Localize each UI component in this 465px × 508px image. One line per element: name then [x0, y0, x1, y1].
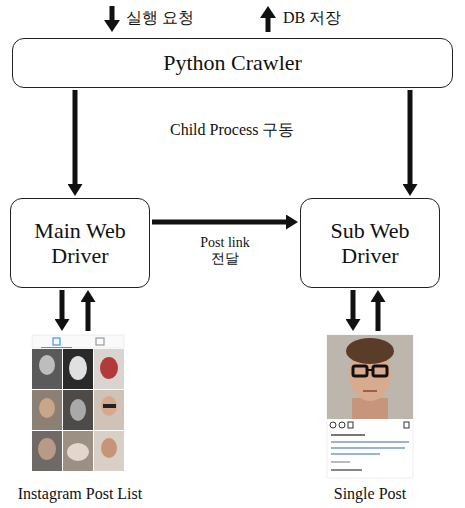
- node-text: Instagram Post List: [18, 485, 142, 503]
- instagram-grid-picture: [32, 335, 124, 471]
- arrow-connector: [73, 90, 78, 184]
- post-frame: [327, 335, 413, 478]
- photo-detail: [101, 438, 117, 458]
- glasses-lens: [353, 366, 367, 376]
- comment-icon: [339, 422, 345, 428]
- arrow-shaft: [110, 6, 115, 21]
- save-arrow: [260, 6, 276, 32]
- glasses-lens: [373, 366, 387, 376]
- process-box: Main Web Driver: [10, 198, 150, 288]
- node-text: Main Web Driver: [19, 218, 141, 269]
- save-icon: [404, 422, 409, 428]
- photo-tile: [94, 390, 124, 430]
- photo-detail: [100, 357, 118, 379]
- text-line: [331, 447, 405, 449]
- single-post-picture: [327, 335, 413, 478]
- process-box: Sub Web Driver: [300, 198, 440, 288]
- photo-detail: [38, 438, 56, 460]
- top-bar: [32, 335, 124, 348]
- grid-icon: [53, 338, 60, 345]
- text-line: [331, 461, 350, 463]
- photo-background: [327, 335, 413, 419]
- photo-tile: [32, 349, 62, 389]
- request-arrow: [104, 6, 120, 32]
- photo-detail: [70, 399, 86, 421]
- process-box: Python Crawler: [12, 38, 453, 88]
- image-panel: Single Post: [300, 333, 440, 505]
- text-line: [331, 434, 365, 436]
- photo-tile: [94, 349, 124, 389]
- photo-detail: [101, 396, 117, 416]
- annotation-label: 실행 요청: [126, 9, 194, 27]
- share-icon: [348, 422, 353, 428]
- photo-tile: [63, 390, 93, 430]
- arrow-connector: [86, 302, 91, 331]
- annotation-label: Child Process 구동: [170, 121, 294, 139]
- edge-label: Post link 전달: [192, 234, 258, 268]
- arrow-shaft: [266, 17, 271, 32]
- node-text: Sub Web Driver: [309, 218, 431, 269]
- photo-tile: [32, 431, 62, 471]
- photo-detail: [39, 355, 55, 375]
- arrow-head: [260, 6, 276, 18]
- text-line: [331, 441, 409, 443]
- annotation-label: DB 저장: [283, 9, 341, 27]
- neck: [352, 398, 388, 419]
- glasses-bridge: [367, 369, 373, 371]
- arrow-connector: [351, 290, 356, 319]
- photo-tile: [63, 349, 93, 389]
- tab-underline: [41, 347, 72, 348]
- node-text: Single Post: [334, 485, 406, 503]
- hair: [346, 338, 394, 364]
- arrow-connector: [376, 302, 381, 331]
- text-line: [331, 453, 380, 455]
- photo-detail: [67, 443, 89, 461]
- arrow-connector: [152, 220, 286, 225]
- photo-detail: [103, 404, 116, 408]
- text-line: [331, 469, 362, 471]
- arrow-connector: [408, 90, 413, 184]
- photo-detail: [39, 398, 55, 418]
- tag-icon: [96, 338, 104, 345]
- like-icon: [330, 422, 336, 428]
- mouth: [363, 390, 377, 392]
- photo-tile: [32, 390, 62, 430]
- photo-tile: [63, 431, 93, 471]
- arrow-connector: [60, 290, 65, 319]
- photo-tile: [94, 431, 124, 471]
- photo-detail: [69, 356, 87, 380]
- node-text: Python Crawler: [163, 50, 302, 75]
- image-panel: Instagram Post List: [2, 333, 158, 505]
- arrow-head: [104, 20, 120, 32]
